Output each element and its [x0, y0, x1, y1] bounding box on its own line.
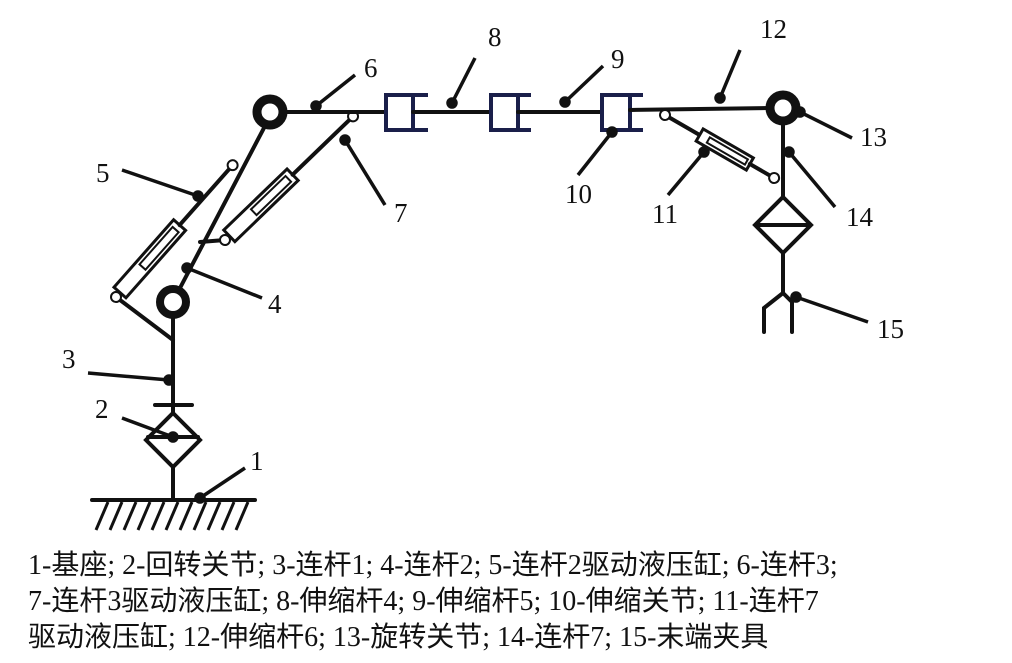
telescopic-rod-4: [384, 93, 428, 132]
telescopic-rod-6: [628, 106, 772, 112]
label-2: 2: [95, 394, 109, 424]
label-12: 12: [760, 14, 787, 44]
label-6: 6: [364, 53, 378, 83]
figure-caption: 1-基座; 2-回转关节; 3-连杆1; 4-连杆2; 5-连杆2驱动液压缸; …: [28, 548, 988, 656]
joint-upper: [252, 94, 288, 130]
caption-line-3: 驱动液压缸; 12-伸缩杆6; 13-旋转关节; 14-连杆7; 15-末端夹具: [28, 622, 769, 653]
base: [90, 465, 257, 531]
caption-line-2: 7-连杆3驱动液压缸; 8-伸缩杆4; 9-伸缩杆5; 10-伸缩关节; 11-…: [28, 586, 819, 617]
label-4: 4: [268, 289, 282, 319]
label-10: 10: [565, 179, 592, 209]
mechanism-schematic: 1 2 3 4 5 6 7 8 9 10 11 12 13 14 15: [62, 14, 904, 531]
telescopic-rod-5: [489, 93, 531, 132]
joint-lower: [156, 285, 190, 319]
telescopic-joint: [600, 93, 643, 132]
cylinder-5-mount: [114, 295, 175, 342]
hydraulic-cylinder-5: [110, 159, 239, 303]
label-8: 8: [488, 22, 502, 52]
label-5: 5: [96, 158, 110, 188]
end-gripper: [762, 291, 794, 334]
label-14: 14: [846, 202, 874, 232]
label-15: 15: [877, 314, 904, 344]
label-7: 7: [394, 198, 408, 228]
label-11: 11: [652, 199, 678, 229]
rotation-joint: [765, 90, 801, 126]
label-1: 1: [250, 446, 264, 476]
caption-line-1: 1-基座; 2-回转关节; 3-连杆1; 4-连杆2; 5-连杆2驱动液压缸; …: [28, 550, 838, 581]
label-9: 9: [611, 44, 625, 74]
label-13: 13: [860, 122, 887, 152]
hydraulic-cylinder-11: [659, 109, 781, 184]
label-3: 3: [62, 344, 76, 374]
link-2: [178, 124, 267, 290]
leader-lines: [87, 49, 869, 504]
